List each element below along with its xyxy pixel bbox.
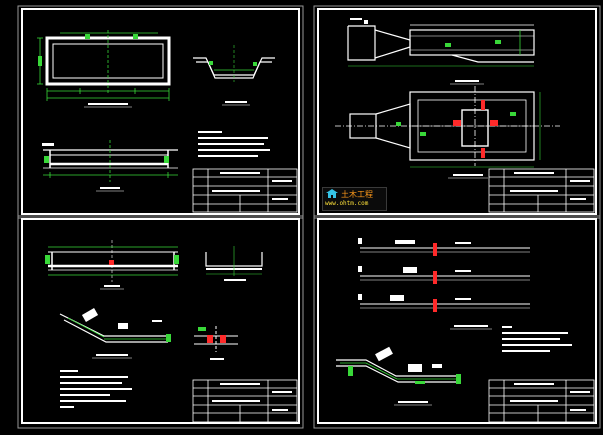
house-logo-icon <box>326 189 338 198</box>
bottom-left-drawing <box>45 240 298 423</box>
title-block-top-right <box>488 168 595 213</box>
panel-frames <box>21 8 597 424</box>
frame-top-left <box>21 8 300 215</box>
top-left-drawing <box>37 30 298 213</box>
bottom-right-drawing <box>336 238 595 423</box>
title-block-bottom-left <box>192 379 298 423</box>
frame-bottom-right <box>317 218 597 424</box>
title-block-top-left <box>192 168 298 213</box>
frame-bottom-left <box>21 218 300 424</box>
top-right-drawing <box>335 18 595 213</box>
watermark-url: www.ohtm.com <box>325 200 369 207</box>
title-block-bottom-right <box>488 379 595 423</box>
frame-top-right <box>317 8 597 215</box>
watermark-brand: 土木工程 <box>341 190 373 199</box>
